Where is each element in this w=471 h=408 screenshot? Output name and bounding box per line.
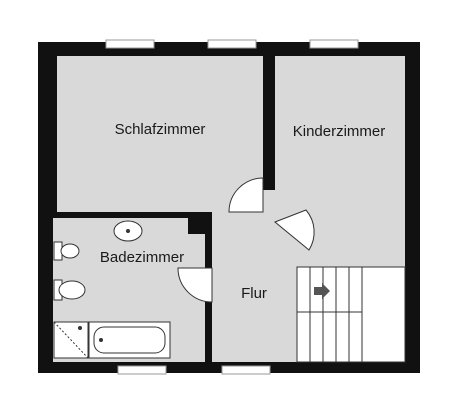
bidet-icon [53,241,80,261]
wall-pillar [188,218,208,234]
toilet-icon [53,279,86,301]
room-label-bedroom: Schlafzimmer [115,121,206,138]
room-label-bathroom: Badezimmer [100,249,184,266]
washbasin-icon [113,220,143,242]
door-bedroom [228,177,264,213]
shower-icon [53,321,89,359]
room-bedroom [57,56,263,212]
room-label-kids: Kinderzimmer [293,123,386,140]
arrow-right-icon [314,283,330,299]
door-kids [274,209,315,251]
door-bathroom [177,267,213,303]
staircase [296,266,406,363]
bathtub-icon [88,321,171,359]
windows [105,39,359,375]
room-label-hallway: Flur [241,285,267,302]
